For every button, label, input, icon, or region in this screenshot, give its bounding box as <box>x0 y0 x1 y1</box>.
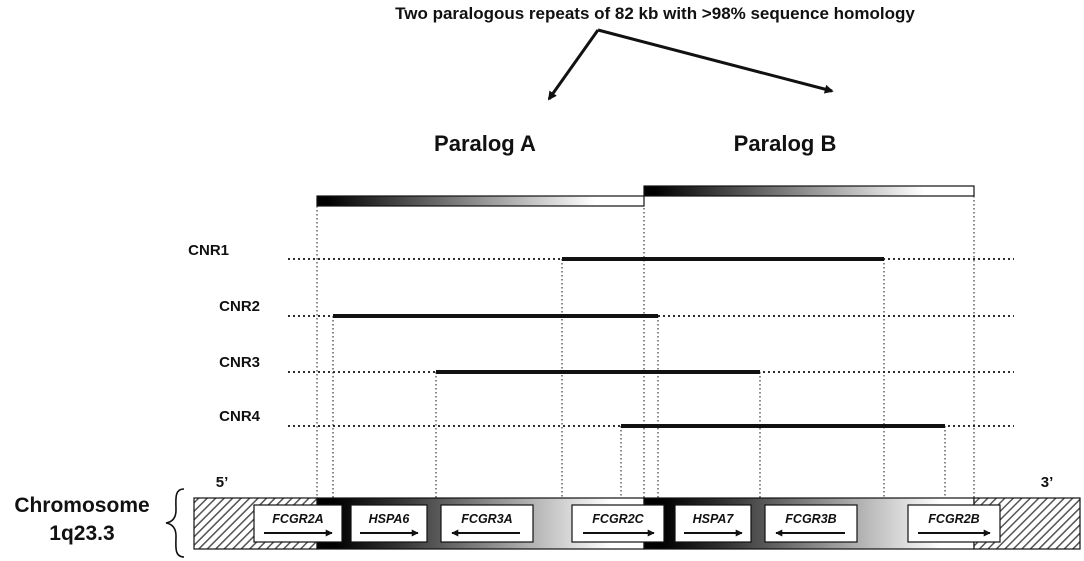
paralog-a-bar <box>316 195 645 207</box>
cnr2-track: CNR2 <box>219 298 1014 318</box>
gene-name: FCGR2B <box>928 512 979 526</box>
gene-name: FCGR3B <box>785 512 836 526</box>
gene-fcgr3a: FCGR3A <box>440 504 534 543</box>
gene-hspa7: HSPA7 <box>674 504 752 543</box>
chromosome-band-label: 1q23.3 <box>49 522 114 545</box>
gene-name: FCGR2C <box>592 512 644 526</box>
arrow-to-paralog-b <box>597 28 834 94</box>
arrow-to-paralog-a <box>547 29 600 101</box>
cnr1-track: CNR1 <box>188 242 1014 261</box>
gene-fcgr2a: FCGR2A <box>253 504 343 543</box>
paralog-a-label: Paralog A <box>434 131 536 156</box>
gene-hspa6: HSPA6 <box>350 504 428 543</box>
gene-name: HSPA6 <box>369 512 411 526</box>
three-prime-end: 3’ <box>1041 474 1054 491</box>
cnr2-label: CNR2 <box>219 298 260 315</box>
gene-fcgr2b: FCGR2B <box>907 504 1001 543</box>
cnr4-label: CNR4 <box>219 408 260 425</box>
gene-fcgr3b: FCGR3B <box>764 504 858 543</box>
diagram-title: Two paralogous repeats of 82 kb with >98… <box>395 4 915 23</box>
chromosome-brace <box>165 488 185 558</box>
gene-name: FCGR3A <box>461 512 512 526</box>
gene-fcgr2c: FCGR2C <box>571 504 665 543</box>
paralog-b-bar <box>643 185 975 197</box>
cnr3-label: CNR3 <box>219 354 260 371</box>
cnr3-track: CNR3 <box>219 354 1014 374</box>
paralog-b-label: Paralog B <box>734 131 837 156</box>
chromosome-label: Chromosome <box>14 494 149 517</box>
cnr4-track: CNR4 <box>219 408 1014 428</box>
boundary-lines <box>316 196 975 498</box>
cnr1-label: CNR1 <box>188 242 229 259</box>
gene-name: FCGR2A <box>272 512 323 526</box>
title-pointer-arrows <box>547 28 834 101</box>
five-prime-end: 5’ <box>216 474 229 491</box>
gene-name: HSPA7 <box>693 512 735 526</box>
